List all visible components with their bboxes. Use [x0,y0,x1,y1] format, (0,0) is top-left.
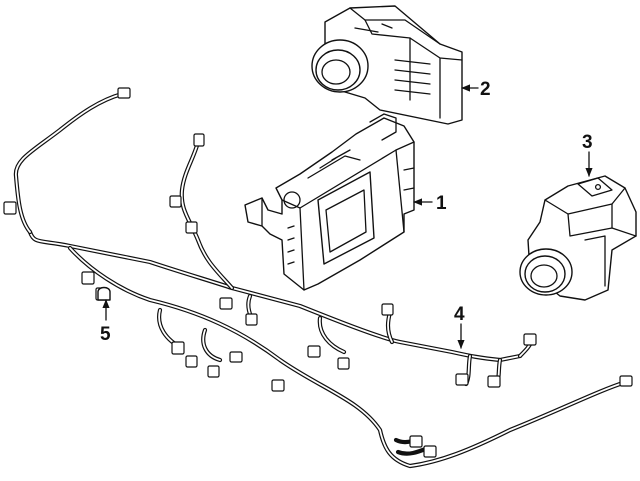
callout-5: 5 [100,324,111,345]
control-module-part-1 [244,113,415,291]
parking-sensor-part-3 [519,175,637,301]
callout-1: 1 [436,193,447,214]
parking-sensor-part-2 [311,5,463,125]
callout-2: 2 [480,79,491,100]
wiring-harness-part-4 [3,87,633,469]
callout-4: 4 [454,304,465,325]
callout-3: 3 [582,132,593,153]
harness-clip-part-5 [97,286,111,301]
